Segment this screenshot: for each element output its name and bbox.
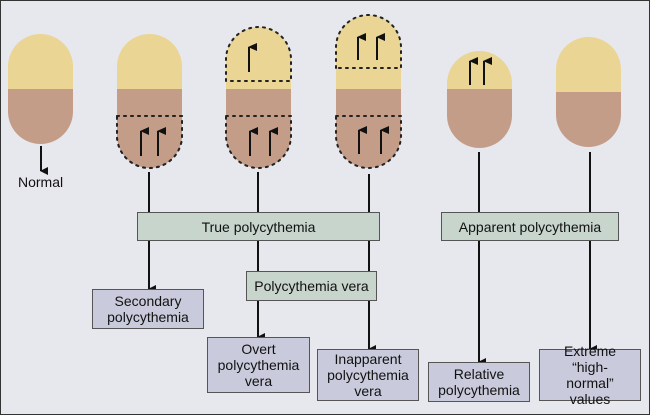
- inapparent-vera-capsule-red-cells: [336, 89, 401, 168]
- secondary-polycythemia-box: Secondary polycythemia: [92, 289, 204, 329]
- normal-label: Normal: [18, 174, 64, 190]
- extreme-high-normal-box: Extreme “high-normal” values: [539, 343, 641, 407]
- overt-vera-capsule-plasma: [226, 26, 291, 89]
- relative-capsule-plasma: [447, 51, 512, 89]
- normal-capsule-plasma: [8, 33, 73, 89]
- true-polycythemia-box: True polycythemia: [137, 212, 380, 241]
- relative-capsule-red-cells: [447, 89, 512, 148]
- extreme-capsule-plasma: [556, 37, 621, 92]
- relative-polycythemia-box: Relative polycythemia: [428, 362, 530, 402]
- inapparent-polycythemia-vera-box: Inapparent polycythemia vera: [317, 349, 419, 401]
- expanded-red-cells-outline: [225, 115, 292, 169]
- polycythemia-vera-box: Polycythemia vera: [246, 271, 377, 301]
- extreme-capsule-red-cells: [556, 92, 621, 147]
- secondary-capsule-plasma: [117, 33, 182, 89]
- overt-vera-capsule-red-cells: [226, 89, 291, 168]
- expanded-red-cells-outline: [116, 115, 183, 169]
- expanded-red-cells-outline: [335, 115, 402, 169]
- normal-capsule-red-cells: [8, 89, 73, 144]
- apparent-polycythemia-box: Apparent polycythemia: [441, 212, 619, 241]
- expanded-red-cells: [117, 116, 182, 168]
- overt-polycythemia-vera-box: Overt polycythemia vera: [207, 337, 310, 393]
- inapparent-vera-capsule-plasma: [336, 14, 401, 89]
